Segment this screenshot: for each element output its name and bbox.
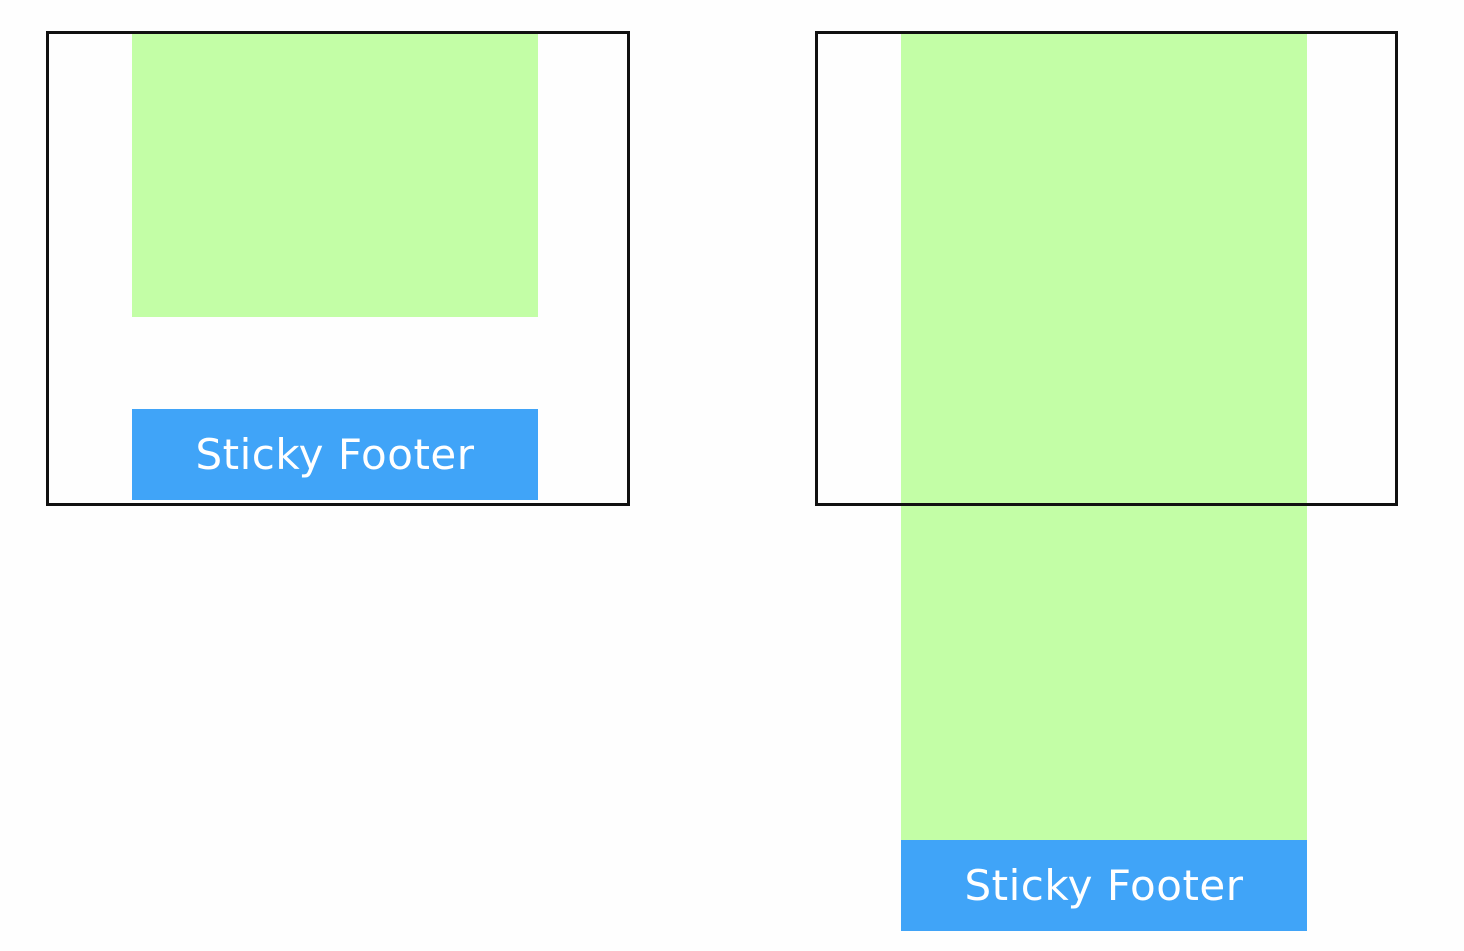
- right-content-area: [901, 34, 1307, 840]
- left-content-area: [132, 34, 538, 317]
- left-footer-label: Sticky Footer: [195, 430, 475, 479]
- right-viewport-frame: [815, 31, 1398, 506]
- right-sticky-footer: Sticky Footer: [901, 840, 1307, 931]
- right-footer-label: Sticky Footer: [964, 861, 1244, 910]
- left-sticky-footer: Sticky Footer: [132, 409, 538, 500]
- left-viewport-frame: [46, 31, 630, 506]
